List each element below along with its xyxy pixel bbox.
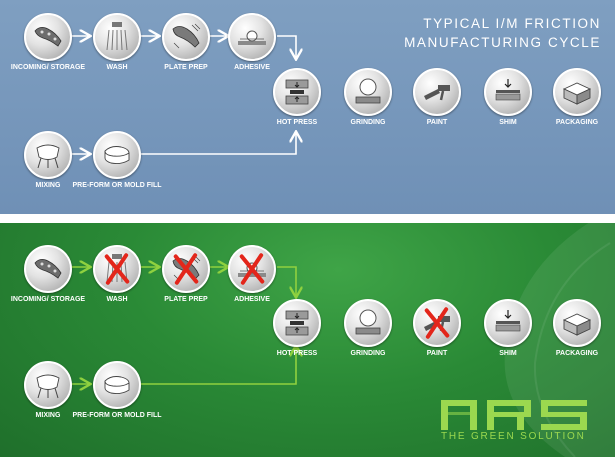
step-incoming-storage: INCOMING/ STORAGE: [3, 13, 93, 72]
step-label: SHIM: [499, 119, 517, 126]
step-label: PAINT: [426, 119, 448, 126]
step-adhesive: ADHESIVE: [207, 13, 297, 72]
step-preform-mold-fill: PRE-FORM OR MOLD FILL: [72, 131, 162, 190]
step-label: INCOMING/ STORAGE: [10, 64, 86, 71]
title-line-1: TYPICAL I/M FRICTION: [423, 16, 601, 31]
step-label: WASH: [106, 296, 128, 303]
step-hot-press: HOT PRESS: [252, 68, 342, 127]
step-label: PAINT: [426, 350, 448, 357]
step-label: PRE-FORM OR MOLD FILL: [72, 412, 162, 419]
shower-spray-icon: [93, 245, 141, 293]
step-label: GRINDING: [350, 350, 386, 357]
mixer-icon: [24, 131, 72, 179]
step-mixing: MIXING: [3, 131, 93, 190]
step-grinding: GRINDING: [323, 68, 413, 127]
nrs-step-wash: WASH: [72, 245, 162, 304]
hot-press-icon: [273, 68, 321, 116]
spray-gun-icon: [413, 299, 461, 347]
plate-prep-icon: [162, 245, 210, 293]
eliminated-cross-icon: [239, 253, 265, 285]
shim-press-icon: [484, 299, 532, 347]
nrs-tagline: THE GREEN SOLUTION: [441, 431, 586, 442]
nrs-step-plate-prep: PLATE PREP: [141, 245, 231, 304]
nrs-step-shim: SHIM: [463, 299, 553, 358]
step-label: PACKAGING: [555, 350, 599, 357]
nrs-step-incoming-storage: INCOMING/ STORAGE: [3, 245, 93, 304]
plate-prep-icon: [162, 13, 210, 61]
step-shim: SHIM: [463, 68, 553, 127]
preform-icon: [93, 131, 141, 179]
box-icon: [553, 68, 601, 116]
nrs-step-preform-mold-fill: PRE-FORM OR MOLD FILL: [72, 361, 162, 420]
step-plate-prep: PLATE PREP: [141, 13, 231, 72]
grinding-wheel-icon: [344, 68, 392, 116]
step-label: WASH: [106, 64, 128, 71]
brake-pad-icon: [24, 245, 72, 293]
eliminated-cross-icon: [173, 253, 199, 285]
step-label: MIXING: [35, 182, 61, 189]
title-line-2: MANUFACTURING CYCLE: [404, 35, 601, 50]
typical-flow-arrows: [69, 0, 615, 214]
step-label: PLATE PREP: [164, 296, 208, 303]
panel-divider: [0, 214, 615, 223]
step-label: ADHESIVE: [234, 296, 270, 303]
preform-icon: [93, 361, 141, 409]
shim-press-icon: [484, 68, 532, 116]
step-wash: WASH: [72, 13, 162, 72]
nrs-flow-arrows: [69, 223, 615, 457]
step-label: MIXING: [35, 412, 61, 419]
step-label: SHIM: [499, 350, 517, 357]
nrs-step-paint: PAINT: [392, 299, 482, 358]
grinding-wheel-icon: [344, 299, 392, 347]
nrs-step-adhesive: ADHESIVE: [207, 245, 297, 304]
adhesive-roller-icon: [228, 13, 276, 61]
diagram-title: TYPICAL I/M FRICTION MANUFACTURING CYCLE: [404, 14, 601, 52]
mixer-icon: [24, 361, 72, 409]
nrs-step-grinding: GRINDING: [323, 299, 413, 358]
eliminated-cross-icon: [424, 307, 450, 339]
typical-cycle-panel: TYPICAL I/M FRICTION MANUFACTURING CYCLE…: [0, 0, 615, 214]
nrs-cycle-panel: INCOMING/ STORAGE WASH PLATE PREP ADHESI…: [0, 223, 615, 457]
nrs-step-mixing: MIXING: [3, 361, 93, 420]
box-icon: [553, 299, 601, 347]
nrs-step-hot-press: HOT PRESS: [252, 299, 342, 358]
step-label: GRINDING: [350, 119, 386, 126]
step-label: HOT PRESS: [276, 350, 318, 357]
step-label: INCOMING/ STORAGE: [10, 296, 86, 303]
hot-press-icon: [273, 299, 321, 347]
nrs-logo: [441, 400, 587, 430]
adhesive-roller-icon: [228, 245, 276, 293]
nrs-step-packaging: PACKAGING: [532, 299, 615, 358]
step-label: PACKAGING: [555, 119, 599, 126]
step-paint: PAINT: [392, 68, 482, 127]
step-label: ADHESIVE: [234, 64, 270, 71]
step-label: HOT PRESS: [276, 119, 318, 126]
eliminated-cross-icon: [104, 253, 130, 285]
brake-pad-icon: [24, 13, 72, 61]
step-packaging: PACKAGING: [532, 68, 615, 127]
step-label: PRE-FORM OR MOLD FILL: [72, 182, 162, 189]
shower-spray-icon: [93, 13, 141, 61]
step-label: PLATE PREP: [164, 64, 208, 71]
spray-gun-icon: [413, 68, 461, 116]
